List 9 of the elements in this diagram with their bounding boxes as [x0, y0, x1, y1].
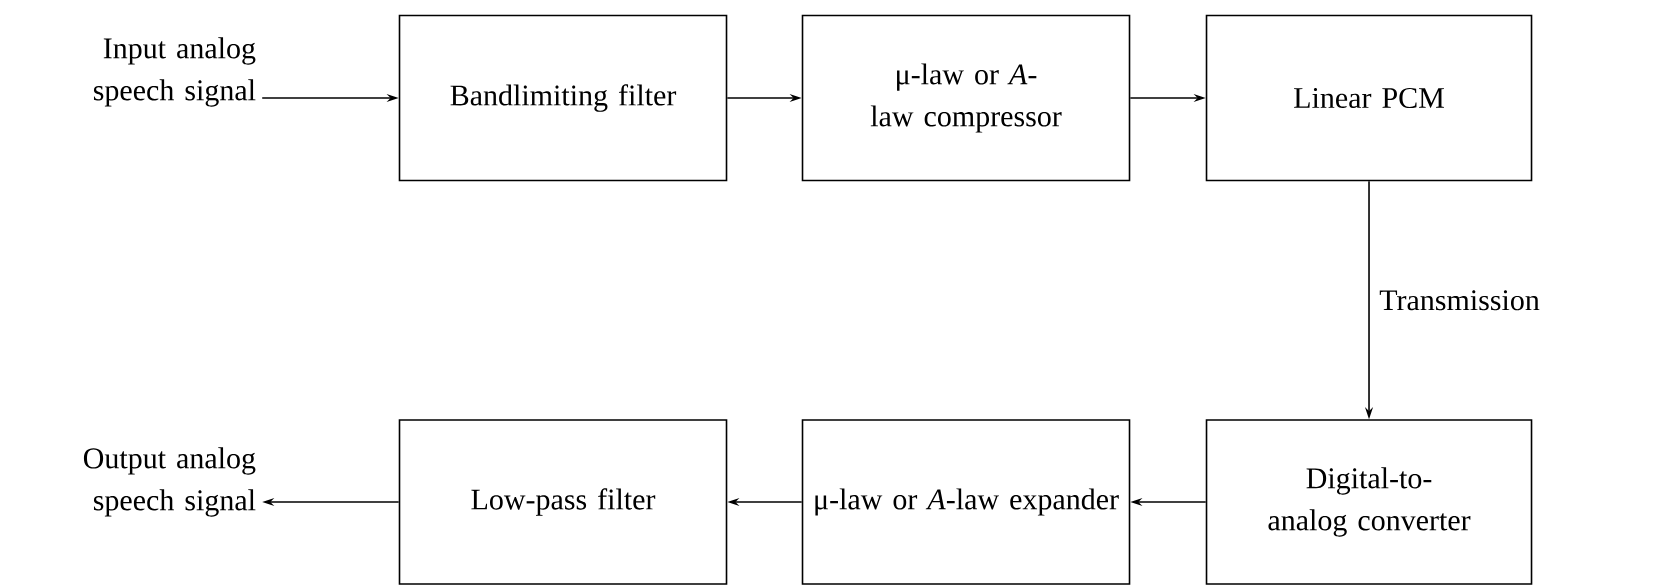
- process-box: Digital-to-analog converter: [1205, 419, 1533, 585]
- process-box: Bandlimiting filter: [398, 14, 728, 182]
- signal-label: Input analog speech signal: [93, 37, 256, 107]
- process-box: Low-pass filter: [398, 419, 728, 585]
- process-box: μ-law or A-law compressor: [801, 14, 1131, 182]
- process-box: Linear PCM: [1205, 14, 1533, 182]
- process-box: μ-law or A-law expander: [801, 419, 1131, 585]
- edge-label: Transmission: [1377, 288, 1542, 313]
- signal-label: Output analog speech signal: [83, 447, 256, 517]
